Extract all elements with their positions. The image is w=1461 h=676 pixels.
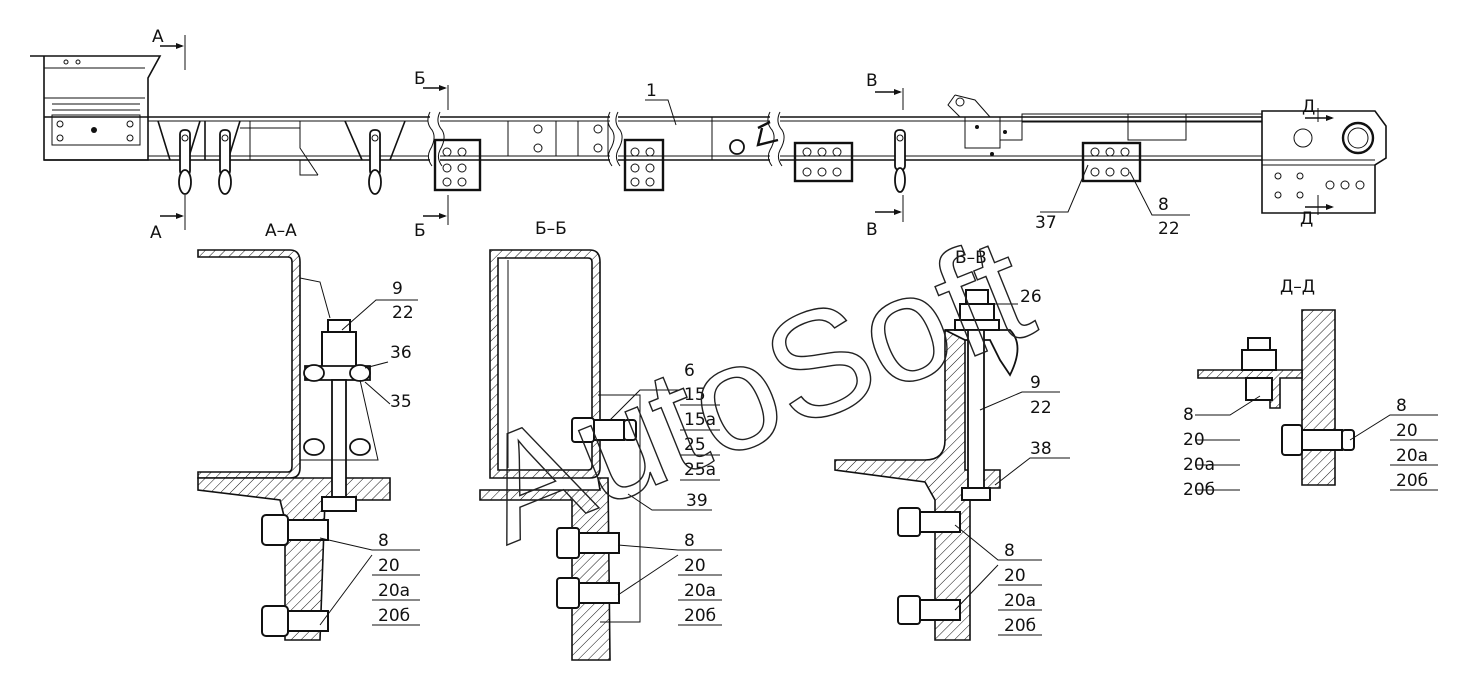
mark-a-top: А bbox=[152, 27, 164, 47]
vv-callout-26: 26 bbox=[1020, 287, 1042, 307]
bb-callout-15: 15 bbox=[684, 385, 706, 405]
bb-callout-20: 20 bbox=[684, 556, 706, 576]
leader-37 bbox=[1040, 164, 1089, 213]
vv-callout-9: 9 bbox=[1030, 373, 1041, 393]
leader-1 bbox=[645, 99, 677, 126]
leader-8-22 bbox=[1129, 171, 1190, 216]
mark-a-bottom: А bbox=[150, 223, 162, 243]
vv-callout-20a: 20а bbox=[1004, 591, 1036, 611]
section-b-b: Б–Б 6 15 15а 25 25а 39 8 20 20а 20б bbox=[479, 219, 722, 661]
dd-left-callout-20a: 20а bbox=[1183, 455, 1215, 475]
aa-callout-20b: 20б bbox=[378, 606, 410, 626]
mark-b-bottom: Б bbox=[414, 221, 426, 241]
dd-left-callout-20b: 20б bbox=[1183, 480, 1215, 500]
bb-callout-15a: 15а bbox=[684, 410, 716, 430]
section-v-v: В–В 26 9 22 38 8 20 20а 20б bbox=[834, 248, 1070, 641]
front-bracket bbox=[30, 55, 162, 161]
aa-callout-9: 9 bbox=[392, 279, 403, 299]
shackle-hangers bbox=[178, 129, 906, 195]
bb-callout-39: 39 bbox=[686, 491, 708, 511]
section-a-a: А–А 9 22 36 35 8 20 20а 20б bbox=[197, 221, 420, 641]
aa-callout-8: 8 bbox=[378, 531, 389, 551]
section-cut-lines bbox=[160, 35, 1334, 230]
dd-left-callout-8: 8 bbox=[1183, 405, 1194, 425]
section-title-dd: Д–Д bbox=[1280, 277, 1315, 297]
frame-top-view: А А Б Б В В Д Д 1 37 8 22 bbox=[30, 27, 1387, 243]
bb-callout-20a: 20а bbox=[684, 581, 716, 601]
bb-callout-8: 8 bbox=[684, 531, 695, 551]
bb-callout-25a: 25а bbox=[684, 460, 716, 480]
section-d-d: Д–Д 8 20 20а 20б 8 20 20а 20б bbox=[1183, 277, 1438, 500]
vv-callout-8: 8 bbox=[1004, 541, 1015, 561]
dd-right-callout-20a: 20а bbox=[1396, 446, 1428, 466]
mark-d-top: Д bbox=[1302, 97, 1315, 117]
spring-brackets bbox=[157, 120, 406, 176]
aa-callout-20: 20 bbox=[378, 556, 400, 576]
bolt-plates bbox=[433, 120, 1142, 192]
vv-callout-22: 22 bbox=[1030, 398, 1052, 418]
mark-v-top: В bbox=[866, 71, 878, 91]
dd-right-callout-20: 20 bbox=[1396, 421, 1418, 441]
vv-callout-38: 38 bbox=[1030, 439, 1052, 459]
vv-callout-20: 20 bbox=[1004, 566, 1026, 586]
aa-callout-36: 36 bbox=[390, 343, 412, 363]
dd-left-callout-20: 20 bbox=[1183, 430, 1205, 450]
dd-right-callout-20b: 20б bbox=[1396, 471, 1428, 491]
callout-37: 37 bbox=[1035, 213, 1057, 233]
callout-1: 1 bbox=[646, 81, 657, 101]
aa-callout-20a: 20а bbox=[378, 581, 410, 601]
mark-d-bottom: Д bbox=[1300, 209, 1313, 229]
mark-v-bottom: В bbox=[866, 220, 878, 240]
rail-details bbox=[711, 94, 1263, 160]
dd-right-callout-8: 8 bbox=[1396, 396, 1407, 416]
bb-callout-25: 25 bbox=[684, 435, 706, 455]
aa-callout-35: 35 bbox=[390, 392, 412, 412]
aa-callout-22: 22 bbox=[392, 303, 414, 323]
section-title-aa: А–А bbox=[265, 221, 297, 241]
rear-bracket bbox=[1261, 110, 1387, 214]
bb-callout-6: 6 bbox=[684, 361, 695, 381]
section-title-vv: В–В bbox=[955, 248, 987, 268]
mark-b-top: Б bbox=[414, 69, 426, 89]
callout-8: 8 bbox=[1158, 195, 1169, 215]
section-title-bb: Б–Б bbox=[535, 219, 567, 239]
bb-callout-20b: 20б bbox=[684, 606, 716, 626]
vv-callout-20b: 20б bbox=[1004, 616, 1036, 636]
callout-22: 22 bbox=[1158, 219, 1180, 239]
